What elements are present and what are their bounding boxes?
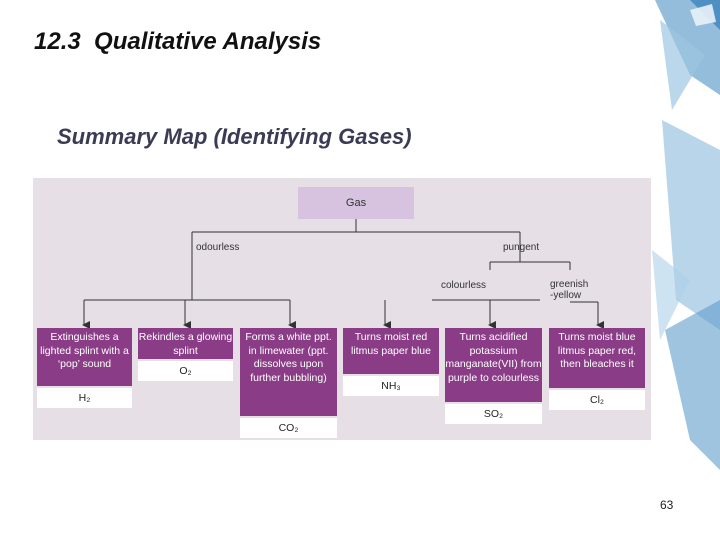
branch-label-colourless: colourless	[441, 280, 487, 291]
gas-identification-map	[33, 178, 651, 440]
gas-formula-cl2: Cl₂	[549, 390, 645, 410]
branch-label-greenish-yellow: greenish -yellow	[550, 279, 589, 301]
test-card-hydrogen: Extinguishes a lighted splint with a ‘po…	[37, 328, 132, 386]
gas-formula-co2: CO₂	[240, 418, 337, 438]
gas-formula-so2: SO₂	[445, 404, 542, 424]
test-card-chlorine: Turns moist blue litmus paper red, then …	[549, 328, 645, 388]
test-card-sulfur-dioxide: Turns acidified potassium manganate(VII)…	[445, 328, 542, 402]
branch-label-odourless: odourless	[196, 242, 240, 253]
slide-subtitle: Summary Map (Identifying Gases)	[57, 124, 412, 149]
slide-title: 12.3 Qualitative Analysis	[34, 28, 322, 55]
test-card-carbon-dioxide: Forms a white ppt. in limewater (ppt. di…	[240, 328, 337, 416]
page-number: 63	[660, 498, 674, 512]
branch-label-pungent: pungent	[503, 242, 540, 253]
test-card-ammonia: Turns moist red litmus paper blue	[343, 328, 439, 374]
root-node-gas: Gas	[298, 187, 414, 219]
gas-formula-nh3: NH₃	[343, 376, 439, 396]
gas-formula-h2: H₂	[37, 388, 132, 408]
gas-formula-o2: O₂	[138, 361, 233, 381]
test-card-oxygen: Rekindles a glowing splint	[138, 328, 233, 359]
